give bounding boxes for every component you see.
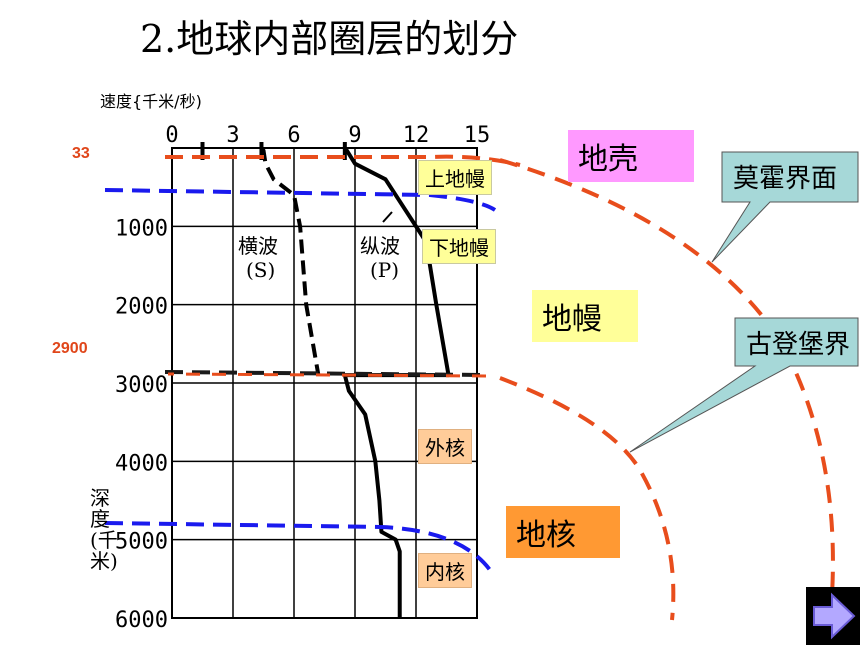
depth-axis-label: 深度(千米): [90, 486, 118, 573]
outer-core-label: 外核: [418, 429, 472, 464]
y-tick-label: 2000: [115, 295, 168, 320]
boundary-lines: [104, 154, 835, 621]
boundary-2900-label: 2900: [52, 340, 88, 357]
crust-arc: [499, 158, 835, 596]
inner-outer-core-line: [104, 521, 492, 572]
speed-axis-label: 速度{千米/秒): [100, 92, 202, 111]
s-wave-line: [259, 146, 321, 376]
arrow-right-icon: [813, 592, 856, 640]
x-tick-label: 0: [165, 123, 178, 148]
s-wave-label-line1: 横波: [238, 234, 278, 258]
y-tick-label: 5000: [115, 530, 168, 555]
x-tick-label: 6: [287, 123, 300, 148]
wave-curves: [200, 142, 451, 618]
x-tick-label: 15: [464, 123, 491, 148]
p-wave-label-line2: (P): [370, 258, 400, 282]
upper-mantle-label: 上地幔: [418, 160, 492, 195]
y-tick-label: 1000: [115, 216, 168, 241]
x-tick-label: 9: [348, 123, 361, 148]
s-wave-label-line2: (S): [246, 258, 276, 282]
chart-grid: [171, 147, 478, 619]
y-tick-labels: 1000 2000 3000 4000 5000 6000: [115, 216, 168, 633]
moho-callout: [711, 151, 859, 263]
mantle-label: 地幔: [532, 290, 638, 342]
y-tick-label: 4000: [115, 451, 168, 476]
y-tick-label: 6000: [115, 608, 168, 633]
x-tick-label: 12: [403, 123, 430, 148]
upper-lower-mantle-line: [104, 188, 497, 212]
lower-mantle-label: 下地幔: [422, 229, 496, 264]
gutenberg-boundary-line-red: [167, 372, 489, 378]
s-wave-label: 横波 (S): [238, 234, 278, 282]
moho-callout-text: 莫霍界面: [733, 164, 838, 194]
p-label-leader: [382, 211, 393, 223]
crust-label: 地壳: [568, 130, 694, 182]
boundary-33-label: 33: [72, 145, 90, 162]
gutenberg-callout-text: 古登堡界: [746, 330, 851, 360]
x-tick-label: 3: [226, 123, 239, 148]
p-wave-label: 纵波 (P): [360, 234, 400, 282]
next-slide-button[interactable]: [806, 587, 860, 645]
p-wave-label-line1: 纵波: [360, 234, 400, 258]
core-label: 地核: [506, 506, 620, 558]
x-tick-labels: 0 3 6 9 12 15: [165, 123, 490, 148]
inner-core-label: 内核: [418, 553, 472, 588]
page-title: 2.地球内部圈层的划分: [140, 17, 519, 61]
core-arc: [499, 376, 676, 621]
y-tick-label: 3000: [115, 373, 168, 398]
gutenberg-callout: [629, 317, 859, 453]
moho-boundary-line: [165, 154, 521, 167]
